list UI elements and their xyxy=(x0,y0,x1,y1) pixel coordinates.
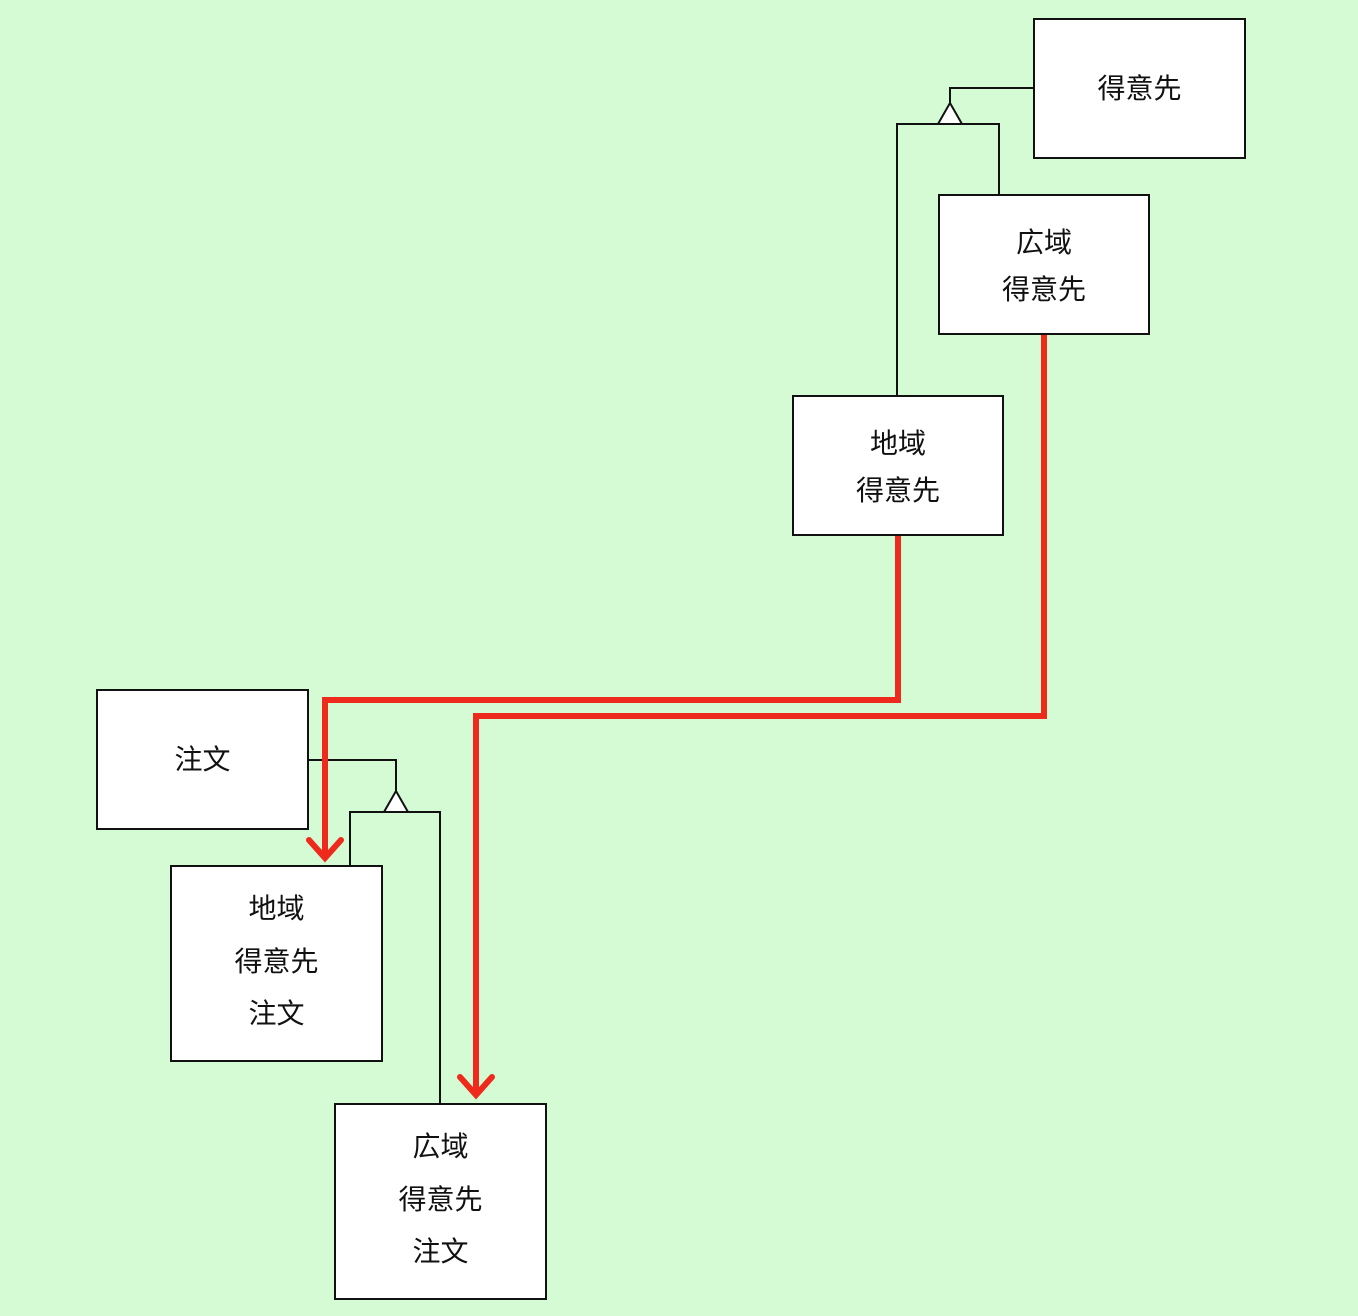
generalization-triangle xyxy=(936,100,964,125)
generalization-line-bar xyxy=(896,123,1000,395)
entity-chuumon: 注文 xyxy=(96,689,309,830)
entity-label: 得意先 xyxy=(398,1182,483,1216)
entity-label: 得意先 xyxy=(234,944,319,978)
generalization-line-parent xyxy=(309,759,397,791)
generalization-line-parent xyxy=(949,87,1033,103)
arrow-kouiki-to-kouiki-chuumon xyxy=(473,335,1047,1095)
entity-kouiki-tokuisaki-chuumon: 広域 得意先 注文 xyxy=(334,1103,547,1300)
entity-label: 広域 xyxy=(412,1130,469,1164)
arrow-chiiki-to-chiiki-chuumon xyxy=(322,536,901,858)
arrowhead-kouiki-to-kouiki-chuumon xyxy=(457,1074,495,1100)
generalization-chuumon xyxy=(309,759,441,1103)
entity-label: 広域 xyxy=(1015,226,1072,259)
entity-label: 得意先 xyxy=(1001,273,1086,306)
entity-chiiki-tokuisaki: 地域 得意先 xyxy=(792,395,1004,536)
generalization-line-bar xyxy=(349,811,441,1103)
entity-label: 注文 xyxy=(412,1234,469,1268)
generalization-triangle xyxy=(382,788,410,813)
entity-label: 地域 xyxy=(248,892,305,926)
entity-tokuisaki: 得意先 xyxy=(1033,18,1246,159)
entity-label: 得意先 xyxy=(1097,71,1182,105)
entity-label: 地域 xyxy=(869,427,926,460)
entity-label: 得意先 xyxy=(855,474,940,507)
entity-label: 注文 xyxy=(248,996,305,1030)
arrowhead-chiiki-to-chiiki-chuumon xyxy=(306,837,344,863)
entity-label: 注文 xyxy=(174,742,231,776)
entity-kouiki-tokuisaki: 広域 得意先 xyxy=(938,194,1150,335)
entity-chiiki-tokuisaki-chuumon: 地域 得意先 注文 xyxy=(170,865,383,1062)
generalization-tokuisaki xyxy=(896,87,1033,395)
